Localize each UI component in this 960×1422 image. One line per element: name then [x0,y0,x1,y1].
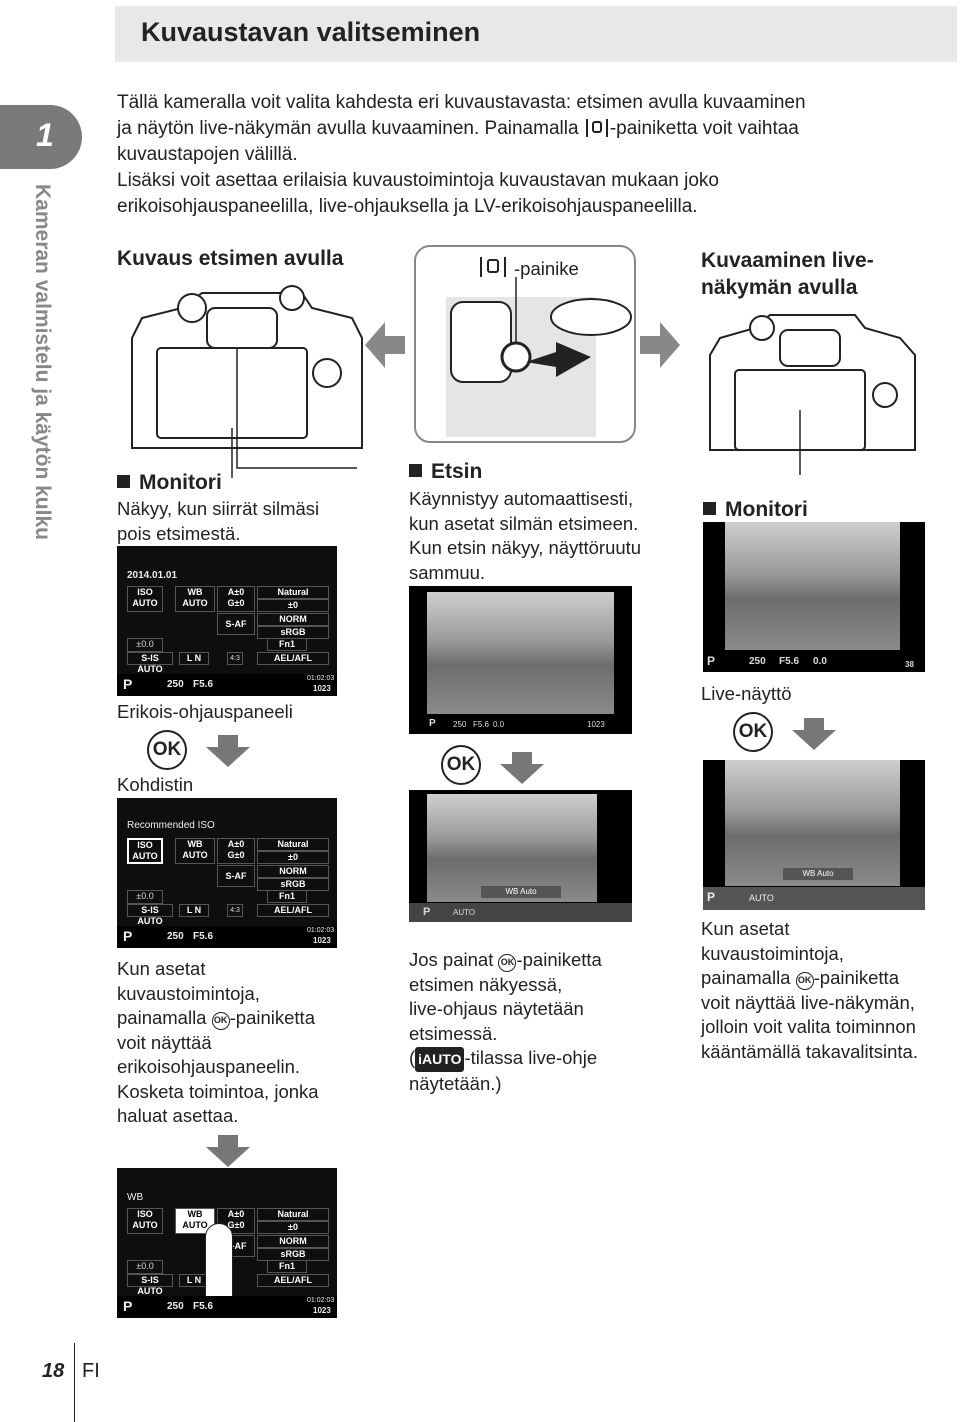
page-language: FI [82,1360,100,1382]
right-arrow-icon [640,322,680,368]
lv-icon [480,257,506,277]
camera-back-illustration-right [709,314,916,475]
cursor-label: Kohdistin [117,774,194,795]
monitor-heading-left: Monitori [117,471,222,495]
footer-divider [74,1343,75,1422]
viewfinder-display: P 250 F5.6 0.0 1023 [409,586,632,734]
chapter-side-label: Kameran valmistelu ja käytön kulku [31,184,54,540]
right-description: Kun asetat kuvaustoimintoja, painamalla … [701,918,918,1062]
ok-button-icon: OK [733,712,773,752]
lv-button-label: -painike [514,258,579,279]
down-arrow-icon [206,1135,250,1167]
liveview-heading: Kuvaaminen live- näkymän avulla [701,249,874,299]
chapter-tab: 1 [0,105,82,169]
down-arrow-icon [792,718,836,750]
panel-caption: Erikois-ohjauspaneeli [117,701,293,722]
page-title: Kuvaustavan valitseminen [141,17,481,47]
etsin-heading: Etsin [409,460,482,484]
page-number: 18 [42,1360,65,1382]
lv-button-icon [585,119,608,137]
lv-button-detail: -painike [414,245,636,443]
viewfinder-live-control: WB Auto P AUTO [409,790,632,922]
ok-button-icon: OK [441,745,481,785]
iauto-icon: iAUTO [415,1047,465,1072]
monitor-desc-left: Näkyy, kun siirrät silmäsi pois etsimest… [117,498,320,544]
viewfinder-photo [427,592,614,714]
live-view-label: Live-näyttö [701,683,792,704]
left-description: Kun asetat kuvaustoimintoja, painamalla … [117,958,319,1126]
ok-button-icon: OK [147,730,187,770]
viewfinder-heading: Kuvaus etsimen avulla [117,247,344,270]
down-arrow-icon [206,735,250,767]
ok-icon: OK [795,972,814,990]
page-title-bar: Kuvaustavan valitseminen [115,6,957,62]
left-arrow-icon [365,322,405,368]
ok-icon: OK [498,954,517,972]
etsin-desc: Käynnistyy automaattisesti, kun asetat s… [409,488,642,583]
ok-icon: OK [211,1012,230,1030]
intro-paragraph: Tällä kameralla voit valita kahdesta eri… [117,92,806,217]
middle-description: Jos painat OK-painiketta etsimen näkyess… [409,949,602,1094]
camera-back-illustration [131,285,363,478]
live-view-display: P 250 F5.6 0.0 38 [703,522,925,672]
monitor-heading-right: Monitori [703,498,808,522]
down-arrow-icon [500,752,544,784]
live-control-display: WB Auto P AUTO [703,760,925,910]
chapter-number: 1 [36,117,54,153]
